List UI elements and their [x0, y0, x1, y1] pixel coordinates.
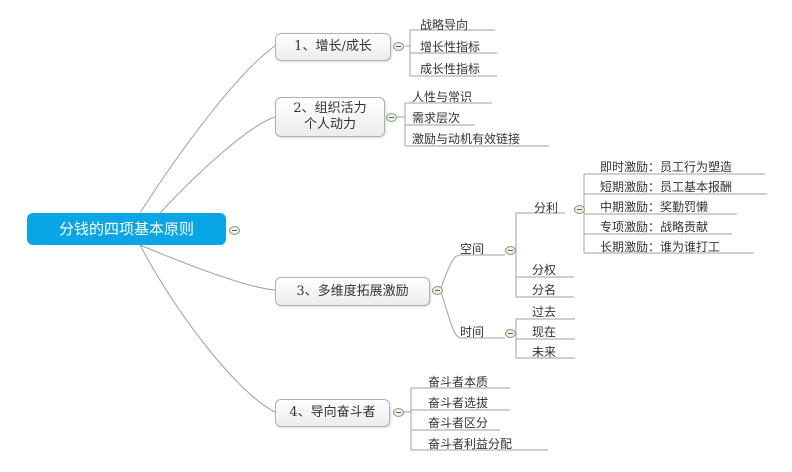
branch-growth-collapse-toggle[interactable]	[393, 42, 404, 51]
branch-multidimensional-label: 3、多维度拓展激励	[296, 283, 409, 299]
connector-b3-space	[439, 254, 505, 291]
node-honor-sharing[interactable]: 分名	[532, 283, 557, 297]
leaf-striver-benefit-distribution[interactable]: 奋斗者利益分配	[428, 437, 513, 451]
leaf-present[interactable]: 现在	[532, 325, 557, 339]
branch-vitality-label-line2: 个人动力	[303, 117, 356, 132]
leaf-incentive-motivation-link[interactable]: 激励与动机有效链接	[412, 132, 521, 146]
connector-root-b4	[139, 244, 276, 413]
leaf-special-incentive[interactable]: 专项激励：战略贡献	[600, 220, 709, 234]
root-collapse-toggle[interactable]	[229, 226, 240, 235]
leaf-strategy-orientation[interactable]: 战略导向	[420, 18, 469, 32]
connector-b4-bracket	[404, 388, 412, 450]
leaf-long-term-incentive[interactable]: 长期激励：谁为谁打工	[600, 240, 721, 254]
node-profit-sharing[interactable]: 分利	[534, 201, 559, 215]
leaf-short-term-incentive[interactable]: 短期激励：员工基本报酬	[600, 180, 733, 194]
branch-striver-collapse-toggle[interactable]	[393, 408, 404, 417]
leaf-instant-incentive[interactable]: 即时激励：员工行为塑造	[600, 160, 733, 174]
branch-multidimensional-collapse-toggle[interactable]	[432, 286, 443, 295]
branch-striver-orientation[interactable]: 4、导向奋斗者	[275, 399, 390, 427]
leaf-striver-differentiation[interactable]: 奋斗者区分	[428, 416, 489, 430]
leaf-growth-indicator[interactable]: 增长性指标	[420, 40, 481, 54]
leaf-mid-term-incentive[interactable]: 中期激励：奖勤罚懒	[600, 200, 709, 214]
node-time-collapse-toggle[interactable]	[505, 329, 516, 338]
leaf-human-nature[interactable]: 人性与常识	[412, 90, 473, 104]
branch-growth[interactable]: 1、增长/成长	[275, 33, 391, 61]
connector-b2-bracket	[397, 103, 406, 146]
branch-vitality-collapse-toggle[interactable]	[386, 113, 397, 122]
leaf-striver-essence[interactable]: 奋斗者本质	[428, 375, 489, 389]
connector-root-b2	[159, 116, 276, 214]
node-time[interactable]: 时间	[460, 325, 485, 339]
branch-striver-label: 4、导向奋斗者	[289, 405, 376, 420]
node-space[interactable]: 空间	[460, 242, 485, 256]
connector-b1-bracket	[405, 30, 411, 76]
node-space-collapse-toggle[interactable]	[505, 246, 516, 255]
connector-root-b1	[139, 45, 276, 214]
root-topic[interactable]: 分钱的四项基本原则	[27, 213, 226, 245]
leaf-development-indicator[interactable]: 成长性指标	[420, 62, 481, 76]
node-power-sharing[interactable]: 分权	[532, 263, 557, 277]
branch-multidimensional-incentive[interactable]: 3、多维度拓展激励	[275, 277, 430, 306]
connector-root-b3	[139, 244, 276, 291]
leaf-need-hierarchy[interactable]: 需求层次	[412, 111, 461, 125]
leaf-striver-selection[interactable]: 奋斗者选拔	[428, 396, 489, 410]
branch-growth-label: 1、增长/成长	[294, 39, 372, 54]
branch-vitality-label-line1: 2、组织活力	[293, 101, 367, 116]
branch-vitality[interactable]: 2、组织活力 个人动力	[275, 97, 385, 137]
node-profit-sharing-collapse-toggle[interactable]	[574, 205, 585, 214]
leaf-future[interactable]: 未来	[532, 345, 557, 359]
leaf-past[interactable]: 过去	[532, 305, 557, 319]
connector-b3-time	[439, 289, 505, 339]
